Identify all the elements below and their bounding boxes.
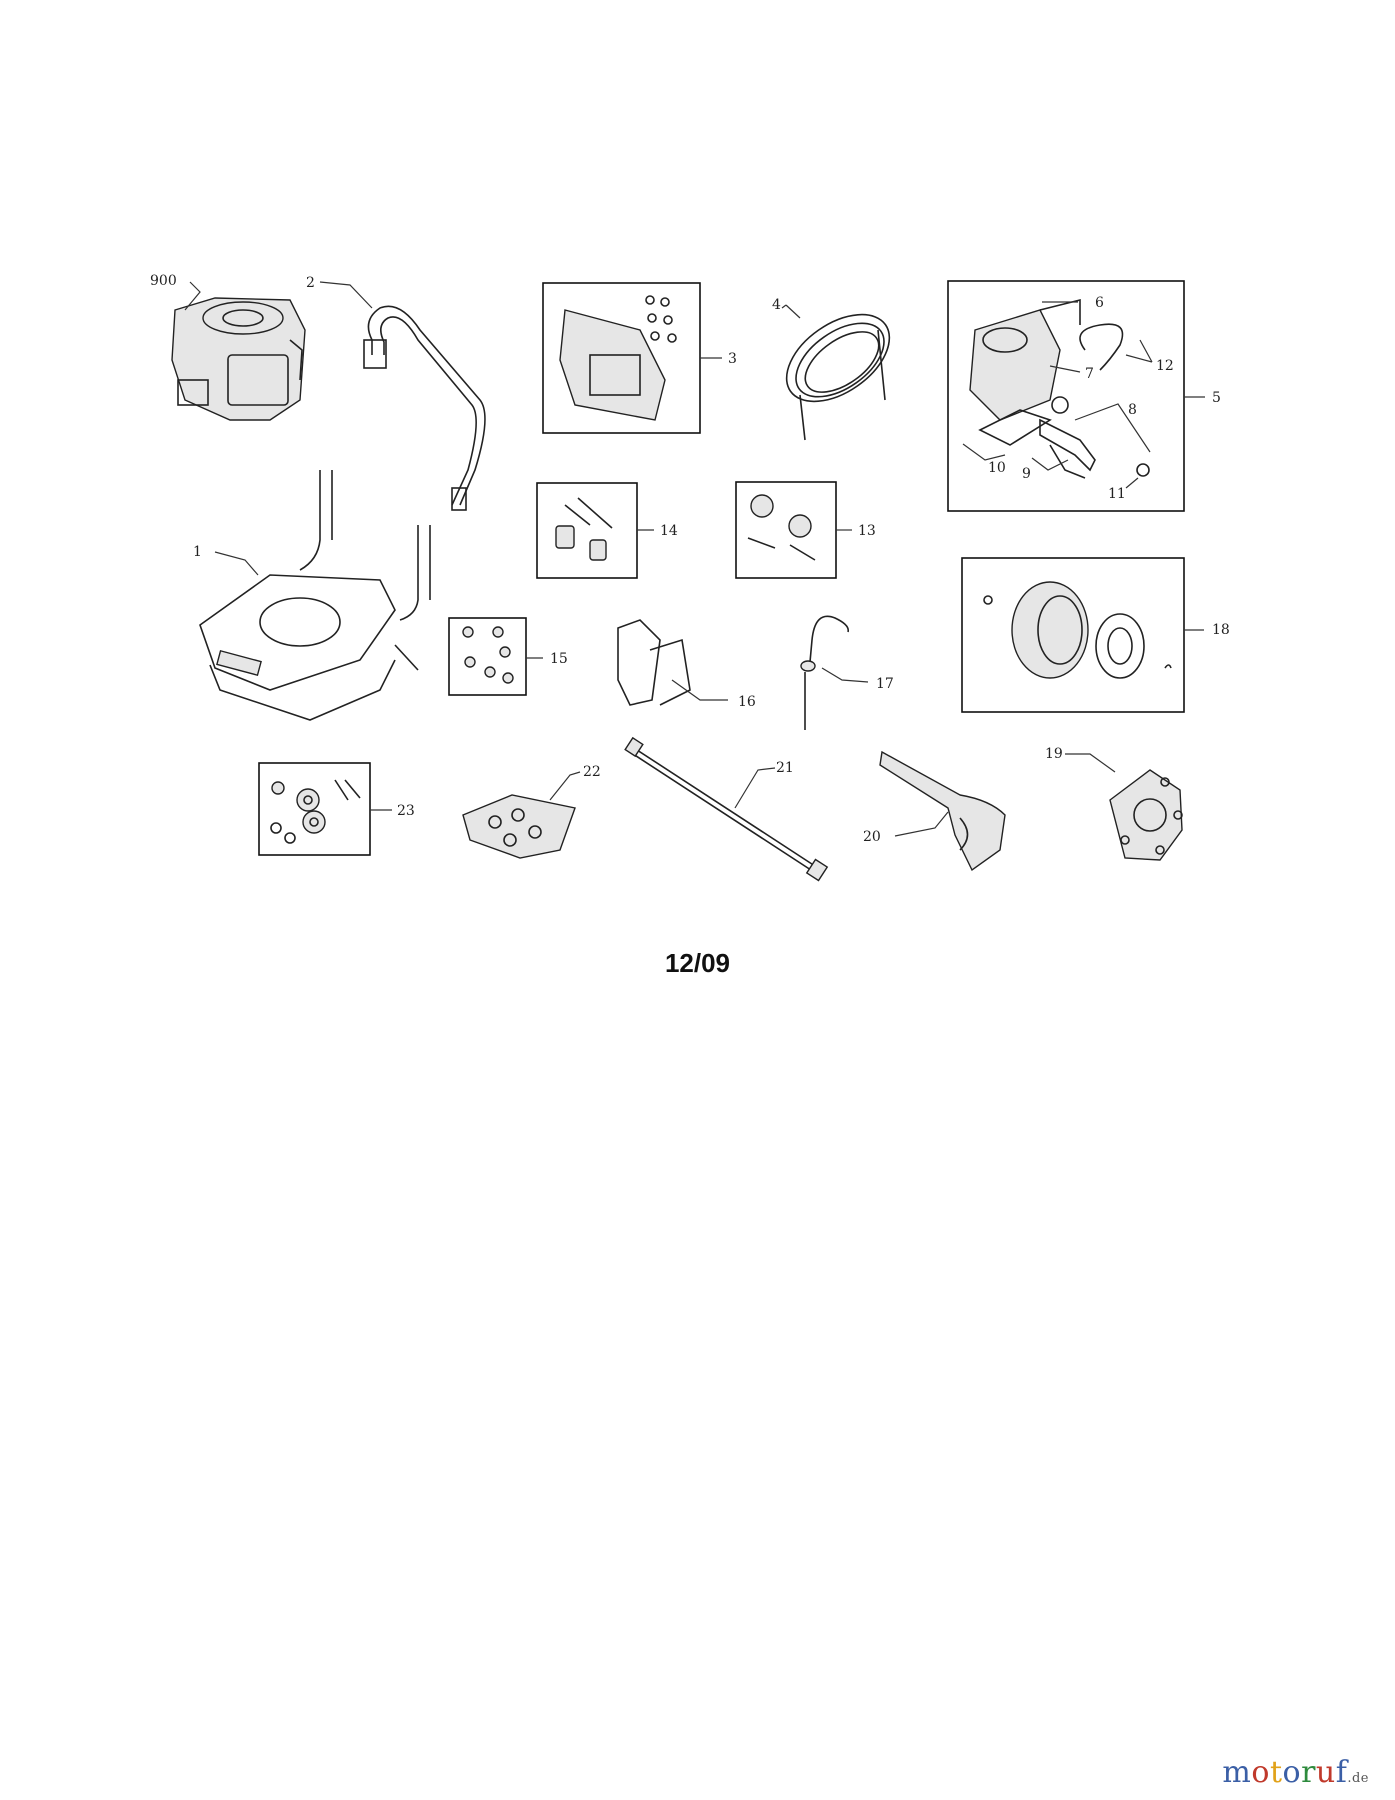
watermark-suffix: .de <box>1347 1771 1369 1786</box>
callout-11: 11 <box>1108 486 1126 502</box>
callout-15: 15 <box>550 651 568 667</box>
spray-gun-part-20 <box>879 750 1006 872</box>
callout-19: 19 <box>1045 746 1063 762</box>
callout-23: 23 <box>397 803 415 819</box>
callout-22: 22 <box>583 764 601 780</box>
watermark-letter: t <box>1269 1755 1283 1790</box>
callout-1: 1 <box>193 544 202 560</box>
watermark-letter: o <box>1251 1755 1270 1790</box>
nozzle-kit-part-22 <box>462 794 576 859</box>
callout-5: 5 <box>1212 390 1221 406</box>
spray-wand-part-21 <box>624 736 829 882</box>
date-code: 12/09 <box>664 948 731 978</box>
callout-21: 21 <box>776 760 794 776</box>
hose-hook-part-16 <box>617 619 691 706</box>
callout-16: 16 <box>738 694 756 710</box>
callout-6: 6 <box>1095 295 1104 311</box>
fastener-kit-part-15 <box>448 617 527 696</box>
callout-10: 10 <box>988 460 1006 476</box>
callout-4: 4 <box>772 297 781 313</box>
callout-12: 12 <box>1156 358 1174 374</box>
callout-9: 9 <box>1022 466 1031 482</box>
pump-assembly-part-5 <box>947 280 1185 512</box>
wheel-kit-part-18 <box>961 557 1185 713</box>
chemical-tube-part-17 <box>800 615 850 730</box>
callout-20: 20 <box>863 829 881 845</box>
frame-part-1 <box>199 470 431 721</box>
engine-part-900 <box>171 297 306 421</box>
knob-kit-part-13 <box>735 481 837 579</box>
callout-8: 8 <box>1128 402 1137 418</box>
watermark-letter: r <box>1301 1755 1316 1790</box>
callout-3: 3 <box>728 351 737 367</box>
hardware-kit-part-23 <box>258 762 371 856</box>
callout-14: 14 <box>660 523 678 539</box>
watermark-letter: o <box>1282 1755 1302 1790</box>
watermark-letter: u <box>1315 1755 1336 1790</box>
callout-17: 17 <box>876 676 894 692</box>
callout-900: 900 <box>150 273 177 289</box>
handle-part-2 <box>363 305 486 511</box>
hardware-kit-part-14 <box>536 482 638 579</box>
watermark-logo: motoruf.de <box>1222 1755 1369 1790</box>
callout-13: 13 <box>858 523 876 539</box>
hose-part-4 <box>785 313 891 441</box>
control-panel-kit-part-3 <box>542 282 701 434</box>
watermark-wordmark: motoruf <box>1222 1755 1347 1790</box>
watermark-letter: m <box>1222 1755 1252 1790</box>
watermark-letter: f <box>1335 1755 1348 1790</box>
callout-7: 7 <box>1085 366 1094 382</box>
nozzle-holder-part-19 <box>1109 769 1183 861</box>
callout-18: 18 <box>1212 622 1230 638</box>
callout-2: 2 <box>306 275 315 291</box>
